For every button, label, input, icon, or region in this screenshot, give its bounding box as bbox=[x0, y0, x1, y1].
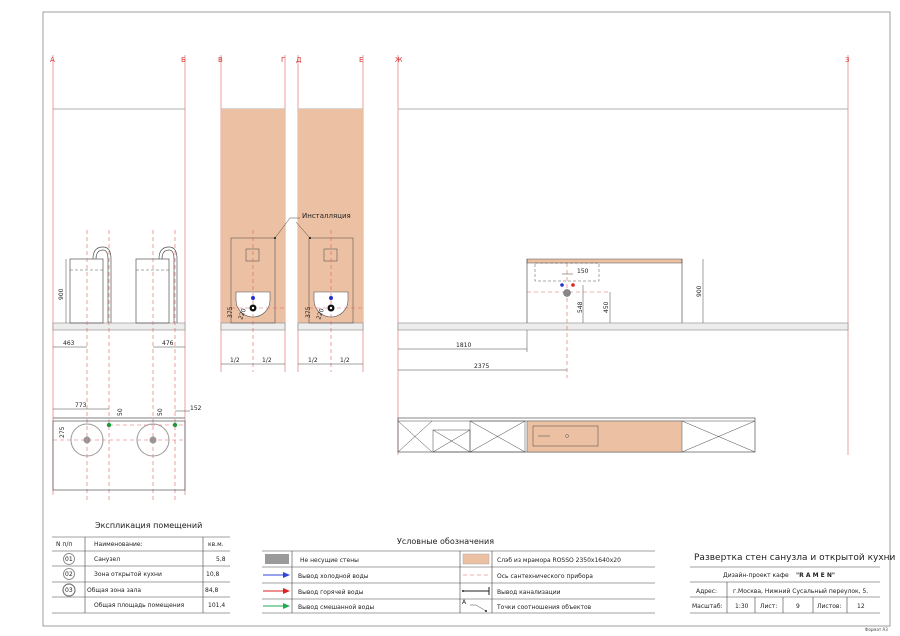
dim-773: 773 bbox=[75, 402, 87, 409]
row-name: Зона открытой кухни bbox=[94, 571, 162, 578]
explication-header-name: Наименование: bbox=[94, 541, 143, 548]
legend-point-marker: А bbox=[462, 599, 467, 606]
axis-label-zh: Ж bbox=[395, 56, 403, 64]
legend-marble-swatch bbox=[462, 553, 490, 565]
sheet-frame bbox=[42, 11, 891, 627]
scale-value: 1:30 bbox=[735, 603, 749, 610]
axis-label-e: Е bbox=[359, 56, 363, 64]
explication-row: 01 Санузел 5,8 bbox=[63, 553, 226, 565]
dim-150: 150 bbox=[577, 268, 589, 275]
axis-label-v: В bbox=[218, 56, 223, 64]
dim-275: 275 bbox=[59, 426, 66, 438]
project-label: Дизайн-проект кафе bbox=[723, 572, 789, 579]
wall-elevation-1 bbox=[52, 230, 186, 500]
dim-476: 476 bbox=[162, 340, 174, 347]
row-num: 01 bbox=[65, 556, 73, 563]
dim-450: 450 bbox=[603, 301, 610, 313]
legend-wall-swatch bbox=[265, 554, 289, 564]
row-area: 10,8 bbox=[206, 571, 220, 578]
legend-item: Вывод канализации bbox=[497, 589, 561, 596]
explication-total-area: 101,4 bbox=[208, 602, 225, 609]
legend-item: Вывод смешанной воды bbox=[298, 604, 374, 611]
sheets-label: Листов: bbox=[817, 603, 841, 610]
plan-kitchen bbox=[397, 417, 756, 453]
axis-lines bbox=[52, 55, 849, 495]
dim-half-right-wall3: 1/2 bbox=[340, 357, 350, 364]
dim-900-wall4: 900 bbox=[696, 285, 703, 297]
explication-header-area: кв.м. bbox=[208, 541, 224, 548]
legend-title: Условные обозначения bbox=[397, 537, 494, 546]
axis-label-g: Г bbox=[281, 56, 285, 64]
dim-50-right: 50 bbox=[157, 408, 164, 416]
axis-label-z: З bbox=[845, 56, 850, 64]
project-name: "R A M E N" bbox=[796, 572, 835, 579]
axis-label-d: Д bbox=[296, 56, 302, 64]
explication-total-label: Общая площадь помещения bbox=[94, 602, 185, 609]
dim-900-wall1: 900 bbox=[58, 288, 65, 300]
legend-item: Ось сантехнического прибора bbox=[497, 573, 593, 580]
legend-item: Точки соотношения объектов bbox=[496, 604, 592, 611]
dim-152: 152 bbox=[190, 405, 202, 412]
drawing-title: Развертка стен санузла и открытой кухни bbox=[694, 553, 896, 563]
legend-item: Вывод холодной воды bbox=[298, 573, 369, 580]
row-area: 5,8 bbox=[216, 556, 226, 563]
explication-table-grid bbox=[52, 536, 230, 614]
row-num: 02 bbox=[65, 571, 73, 578]
dim-375-wall2: 375 bbox=[227, 306, 234, 318]
explication-row: 03 Общая зона зала 84,8 bbox=[62, 583, 219, 597]
plan-sinks bbox=[52, 408, 190, 491]
legend-table-grid bbox=[262, 550, 655, 614]
address-value: г.Москва, Нижний Сусальный переулок, 5. bbox=[733, 588, 868, 595]
explication-title: Экспликация помещений bbox=[95, 521, 202, 530]
row-name: Санузел bbox=[94, 556, 120, 563]
title-block-grid bbox=[690, 566, 880, 614]
explication-header-num: N п/п bbox=[56, 541, 72, 548]
format-label: Формат А3 bbox=[865, 627, 888, 632]
axis-label-b: Б bbox=[181, 56, 186, 64]
wall-elevation-3 bbox=[274, 109, 364, 372]
sheet-value: 9 bbox=[796, 603, 800, 610]
legend-hot-water-icon bbox=[263, 588, 290, 594]
legend-reference-point-icon bbox=[470, 604, 487, 612]
sheets-value: 12 bbox=[857, 603, 865, 610]
dim-220-wall3: 220 bbox=[315, 307, 326, 320]
explication-row: 02 Зона открытой кухни 10,8 bbox=[63, 568, 220, 580]
dim-2375: 2375 bbox=[474, 363, 489, 370]
installation-label: Инсталляция bbox=[302, 212, 351, 220]
row-name: Общая зона зала bbox=[87, 587, 141, 594]
row-num: 03 bbox=[65, 587, 73, 594]
dim-463: 463 bbox=[63, 340, 75, 347]
row-area: 84,8 bbox=[205, 587, 219, 594]
dim-375-wall3: 375 bbox=[305, 306, 312, 318]
legend-mixed-water-icon bbox=[263, 603, 290, 609]
scale-label: Масштаб: bbox=[692, 603, 723, 610]
legend-item: Слэб из мрамора ROSSO 2350x1640x20 bbox=[497, 557, 621, 564]
legend-item: Вывод горячей воды bbox=[298, 589, 364, 596]
dim-548: 548 bbox=[577, 301, 584, 313]
wall-elevation-4 bbox=[397, 258, 849, 378]
legend-cold-water-icon bbox=[263, 572, 290, 578]
legend-item: Не несущие стены bbox=[300, 557, 359, 564]
dim-50-left: 50 bbox=[117, 408, 124, 416]
legend-sewer-icon bbox=[462, 587, 490, 595]
dim-1810: 1810 bbox=[456, 342, 471, 349]
wall-elevation-2 bbox=[220, 109, 286, 372]
sheet-label: Лист: bbox=[760, 603, 777, 610]
address-label: Адрес: bbox=[696, 588, 717, 595]
dim-half-right-wall2: 1/2 bbox=[262, 357, 272, 364]
dim-220-wall2: 220 bbox=[237, 307, 248, 320]
dim-half-left-wall2: 1/2 bbox=[230, 357, 240, 364]
dim-half-left-wall3: 1/2 bbox=[308, 357, 318, 364]
axis-label-a: А bbox=[50, 56, 55, 64]
